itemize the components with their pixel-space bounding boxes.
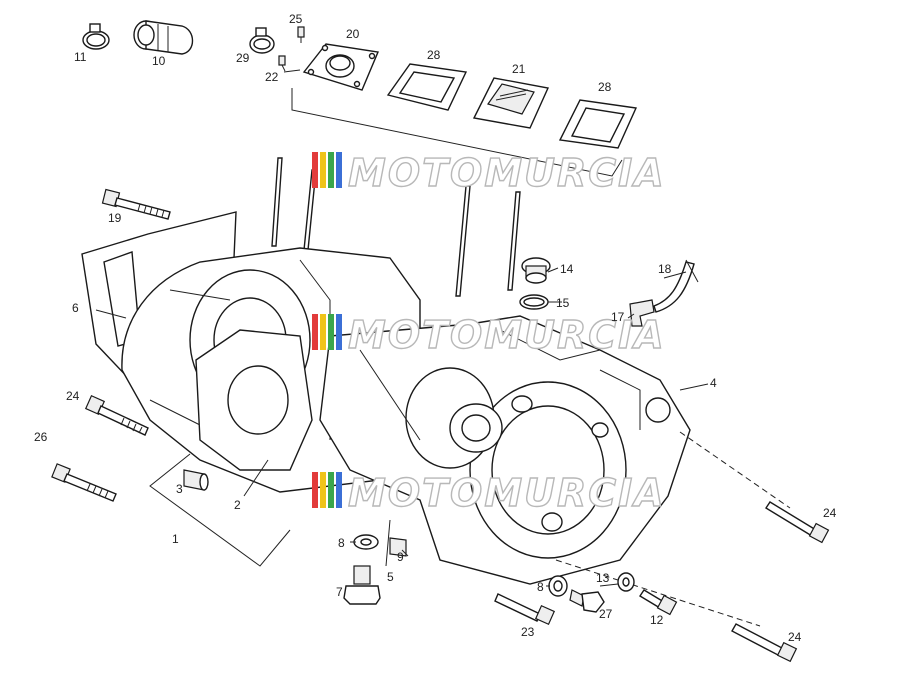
callout-28-b: 28 xyxy=(598,80,612,94)
oil-filler-plug-14 xyxy=(521,257,551,284)
watermark-stripe-blue xyxy=(336,152,342,188)
callout-24-right: 24 xyxy=(823,506,837,520)
gasket-28-a xyxy=(386,63,468,111)
callout-1: 1 xyxy=(172,532,179,546)
callout-29: 29 xyxy=(236,51,250,65)
washer-8-lower xyxy=(548,575,568,597)
dash-line-24-right xyxy=(679,431,791,509)
watermark-stripe-red xyxy=(312,472,318,508)
callout-23: 23 xyxy=(521,625,535,639)
watermark-bottom: MOTOMURCIA xyxy=(312,470,666,516)
callout-28-a: 28 xyxy=(427,48,441,62)
callout-21: 21 xyxy=(512,62,526,76)
bolt-24-right xyxy=(765,501,830,544)
callout-7: 7 xyxy=(336,585,343,599)
callout-5: 5 xyxy=(387,570,394,584)
callout-18: 18 xyxy=(658,262,672,276)
bolt-12 xyxy=(639,589,678,616)
bolt-24-left xyxy=(84,394,149,436)
watermark-text: MOTOMURCIA xyxy=(348,471,666,515)
watermark-text: MOTOMURCIA xyxy=(348,151,666,195)
watermark-stripe-yellow xyxy=(320,152,326,188)
watermark-stripe-yellow xyxy=(320,314,326,350)
dash-line-24-bottom xyxy=(555,559,761,627)
watermark-top: MOTOMURCIA xyxy=(312,150,666,196)
callout-14: 14 xyxy=(560,262,574,276)
washer-8-upper xyxy=(353,534,379,550)
watermark-text: MOTOMURCIA xyxy=(348,313,666,357)
callout-20: 20 xyxy=(346,27,360,41)
elbow-fitting-17 xyxy=(629,299,655,327)
callout-labels: 11 10 29 25 20 22 28 21 28 19 14 15 18 1… xyxy=(34,12,837,644)
callout-8-upper: 8 xyxy=(338,536,345,550)
reed-valve-21 xyxy=(472,77,550,129)
bracket-intake-group xyxy=(291,88,623,177)
watermark-middle: MOTOMURCIA xyxy=(312,312,666,358)
callout-9: 9 xyxy=(397,550,404,564)
drain-plug-7 xyxy=(343,565,381,605)
callout-19: 19 xyxy=(108,211,122,225)
watermark-stripe-green xyxy=(328,472,334,508)
callout-15: 15 xyxy=(556,296,570,310)
intake-sleeve-10 xyxy=(133,20,194,55)
callout-27: 27 xyxy=(599,607,613,621)
washer-13 xyxy=(617,572,635,592)
leader-lines xyxy=(95,69,709,587)
callout-2: 2 xyxy=(234,498,241,512)
dowel-3 xyxy=(183,469,209,491)
dowel-9 xyxy=(389,537,407,557)
crankcase-center-gasket xyxy=(195,329,313,471)
callout-22: 22 xyxy=(265,70,279,84)
callout-10: 10 xyxy=(152,54,166,68)
callout-6: 6 xyxy=(72,301,79,315)
callout-3: 3 xyxy=(176,482,183,496)
intake-flange-20 xyxy=(302,43,379,91)
callout-26: 26 xyxy=(34,430,48,444)
callout-25: 25 xyxy=(289,12,303,26)
watermark-stripe-blue xyxy=(336,314,342,350)
watermark-stripe-blue xyxy=(336,472,342,508)
crankcase-right-4 xyxy=(319,315,691,585)
screw-22 xyxy=(278,55,286,72)
callout-12: 12 xyxy=(650,613,664,627)
bolt-23 xyxy=(494,593,556,626)
callout-17: 17 xyxy=(611,310,625,324)
hose-18 xyxy=(653,259,699,313)
callout-4: 4 xyxy=(710,376,717,390)
callout-11: 11 xyxy=(74,50,87,64)
watermark-stripe-red xyxy=(312,314,318,350)
bolt-24-bottom xyxy=(731,623,798,663)
watermark-stripe-yellow xyxy=(320,472,326,508)
bolt-26 xyxy=(51,463,117,502)
watermark-stripe-green xyxy=(328,152,334,188)
callout-24-left: 24 xyxy=(66,389,80,403)
watermark-stripe-red xyxy=(312,152,318,188)
screw-25 xyxy=(297,26,305,43)
callout-8-lower: 8 xyxy=(537,580,544,594)
clamp-11 xyxy=(82,23,110,50)
clamp-29 xyxy=(249,27,275,54)
o-ring-15 xyxy=(519,294,549,310)
bracket-crankcase-1 xyxy=(149,453,291,567)
watermark-stripe-green xyxy=(328,314,334,350)
bolt-19 xyxy=(101,188,171,220)
callout-13: 13 xyxy=(596,571,610,585)
callout-24-bottom: 24 xyxy=(788,630,802,644)
bolt-27 xyxy=(569,589,605,613)
gasket-28-b xyxy=(558,99,638,149)
